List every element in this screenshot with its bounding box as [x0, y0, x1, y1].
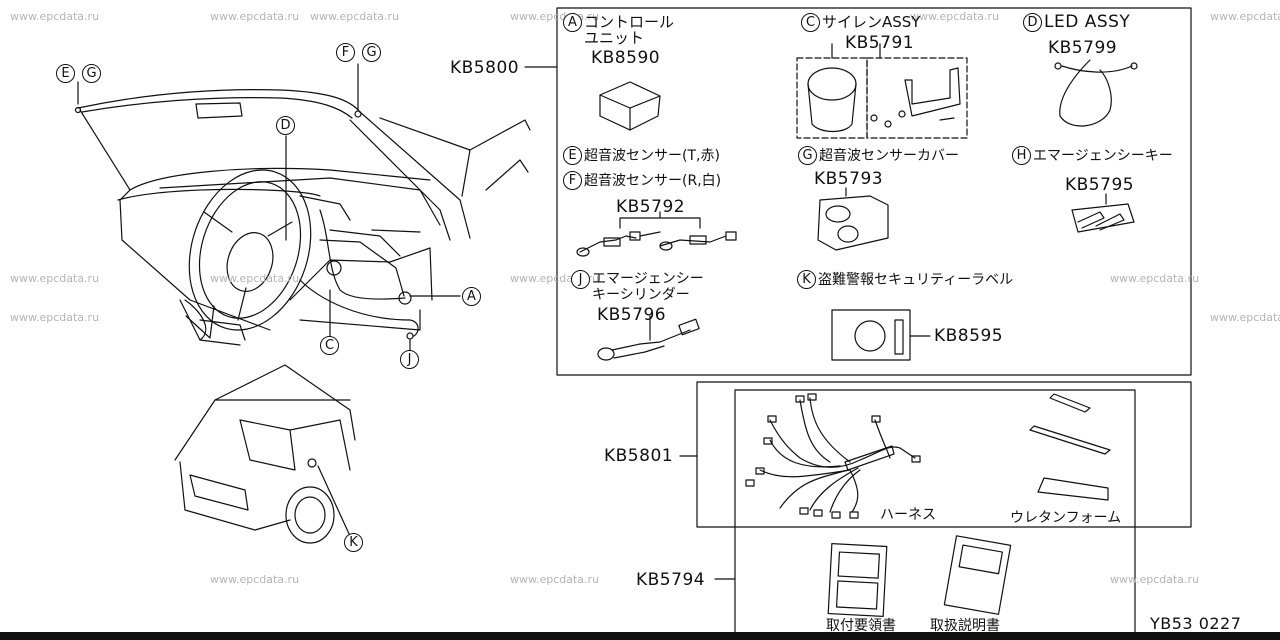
harness-label: ハーネス [880, 507, 936, 523]
part-d-name: LED ASSY [1044, 12, 1131, 32]
vehicle-rear-illustration [174, 364, 356, 544]
kit-kb5794-frame [734, 389, 1136, 640]
part-letter-a: A [563, 13, 582, 32]
part-j-name: エマージェンシー [592, 271, 704, 287]
watermark: www.epcdata.ru [210, 10, 300, 23]
owner-manual-label: 取扱説明書 [930, 618, 1000, 634]
watermark: www.epcdata.ru [10, 10, 100, 23]
part-e-name: 超音波センサー(T,赤) [584, 148, 720, 164]
callout-g[interactable]: G [82, 64, 101, 83]
part-code-f[interactable]: KB5792 [616, 197, 686, 217]
callout-d[interactable]: D [276, 116, 295, 135]
callout-j[interactable]: J [400, 350, 419, 369]
kit-kb5800-frame [556, 7, 1192, 376]
part-code-j[interactable]: KB5796 [597, 305, 667, 325]
watermark: www.epcdata.ru [1110, 272, 1200, 285]
harness-illustration [745, 393, 921, 519]
part-letter-k: K [797, 270, 816, 289]
siren-illustration [796, 43, 968, 139]
callout-f[interactable]: F [336, 43, 355, 62]
part-code-g[interactable]: KB5793 [814, 169, 884, 189]
watermark: www.epcdata.ru [1210, 311, 1280, 324]
bottom-border [0, 632, 1280, 640]
callout-k[interactable]: K [344, 533, 363, 552]
part-k-name: 盗難警報セキュリティーラベル [818, 272, 1014, 288]
part-code-c[interactable]: KB5791 [845, 33, 915, 53]
part-letter-h: H [1012, 146, 1031, 165]
watermark: www.epcdata.ru [210, 272, 300, 285]
owner-manual-illustration [943, 535, 1012, 615]
watermark: www.epcdata.ru [10, 272, 100, 285]
part-letter-c: C [801, 13, 820, 32]
watermark: www.epcdata.ru [210, 573, 300, 586]
part-letter-g: G [798, 146, 817, 165]
part-letter-f: F [563, 171, 582, 190]
kit-code-kb5800[interactable]: KB5800 [450, 58, 520, 78]
part-g-name: 超音波センサーカバー [819, 148, 959, 164]
kit-kb5801-frame [696, 381, 1192, 528]
part-c-name: サイレンASSY [822, 13, 921, 31]
callout-a[interactable]: A [462, 287, 481, 306]
part-f-name: 超音波センサー(R,白) [584, 173, 722, 189]
part-j-name-line2: キーシリンダー [592, 287, 690, 303]
part-code-k[interactable]: KB8595 [934, 326, 1004, 346]
callout-g[interactable]: G [362, 43, 381, 62]
security-label-illustration [831, 309, 931, 361]
part-code-a[interactable]: KB8590 [591, 48, 661, 68]
key-cylinder-illustration [597, 315, 700, 361]
callout-c[interactable]: C [320, 336, 339, 355]
part-a-name-line2: ユニット [584, 29, 645, 47]
control-unit-illustration [599, 81, 661, 131]
part-letter-j: J [571, 270, 590, 289]
watermark: www.epcdata.ru [1210, 10, 1280, 23]
part-h-name: エマージェンシーキー [1033, 148, 1173, 164]
watermark: www.epcdata.ru [310, 10, 400, 23]
part-a-name: コントロール [584, 13, 675, 31]
watermark: www.epcdata.ru [510, 573, 600, 586]
watermark: www.epcdata.ru [1110, 573, 1200, 586]
vehicle-interior-illustration [74, 89, 531, 346]
part-letter-e: E [563, 146, 582, 165]
watermark: www.epcdata.ru [10, 311, 100, 324]
part-letter-d: D [1023, 13, 1042, 32]
ultrasonic-sensor-illustration [576, 211, 737, 257]
interior-leader-lines [77, 63, 461, 351]
part-code-h[interactable]: KB5795 [1065, 175, 1135, 195]
emergency-key-illustration [1071, 193, 1135, 233]
urethane-foam-illustration [1029, 393, 1111, 501]
callout-e[interactable]: E [56, 64, 75, 83]
kit-code-kb5801[interactable]: KB5801 [604, 446, 674, 466]
diagram-footer-code: YB53 0227 [1150, 614, 1242, 633]
installation-manual-label: 取付要領書 [826, 618, 896, 634]
urethane-foam-label: ウレタンフォーム [1010, 510, 1122, 526]
led-assembly-illustration [1054, 59, 1138, 127]
sensor-cover-illustration [817, 187, 889, 251]
part-code-d[interactable]: KB5799 [1048, 38, 1118, 58]
kit-code-kb5794[interactable]: KB5794 [636, 570, 706, 590]
watermark: www.epcdata.ru [910, 10, 1000, 23]
installation-manual-illustration [827, 543, 888, 618]
